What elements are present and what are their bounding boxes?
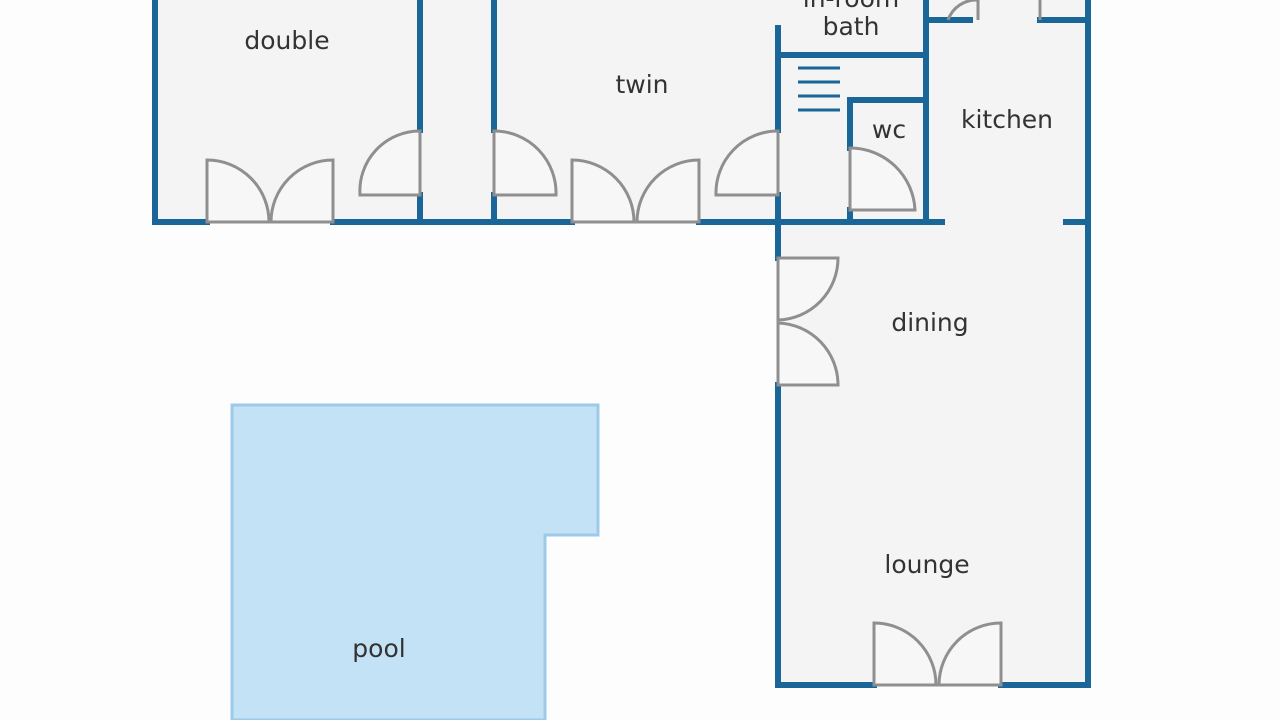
wc-door: [848, 146, 917, 212]
corridor-floor: [420, 0, 494, 222]
room-label-lounge: lounge: [884, 550, 969, 579]
doors: [205, 0, 1042, 687]
room-label-bath-line2: bath: [823, 12, 880, 41]
stairs: [798, 66, 840, 112]
twin-door: [570, 158, 636, 224]
room-label-bath-line1: in-room: [803, 0, 899, 13]
lounge-door: [872, 621, 938, 687]
room-label-double: double: [244, 26, 329, 55]
kitchen-floor: [926, 0, 1088, 222]
walls: [152, 0, 1091, 688]
kitchen-door: [946, 0, 978, 21]
room-label-dining: dining: [891, 308, 968, 337]
corridor-door: [492, 129, 558, 197]
corridor-door: [358, 129, 422, 197]
double-door: [269, 158, 335, 224]
pool-shape: [230, 403, 600, 720]
room-label-pool: pool: [352, 634, 405, 663]
lounge-door: [937, 621, 1003, 687]
dining-door: [776, 321, 840, 387]
room-label-kitchen: kitchen: [961, 105, 1053, 134]
double-door: [205, 158, 271, 224]
room-floors: [155, 0, 1088, 685]
dining-door: [776, 256, 840, 322]
room-labels: double twin in-room bath wc kitchen dini…: [244, 0, 1053, 663]
twin-door: [635, 158, 701, 224]
dining-lounge-floor: [778, 222, 1088, 685]
room-label-wc: wc: [872, 115, 906, 144]
room-label-twin: twin: [615, 70, 668, 99]
hall-door: [714, 129, 780, 197]
